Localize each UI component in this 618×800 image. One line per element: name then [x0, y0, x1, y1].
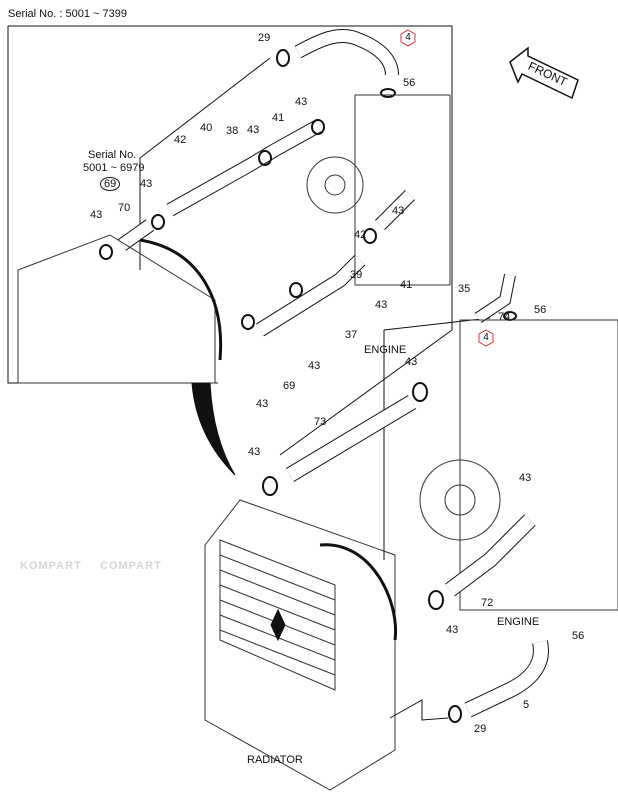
fan: [419, 459, 501, 541]
callout-4-highlight: 4: [399, 29, 417, 47]
callout-43: 43: [140, 178, 153, 190]
callout-42: 42: [354, 229, 367, 241]
callout-5: 5: [523, 699, 530, 711]
callout-43: 43: [90, 209, 103, 221]
callout-43: 43: [519, 472, 532, 484]
callout-43: 43: [247, 124, 260, 136]
watermark-text: KOMPART: [20, 560, 82, 572]
detail-pointer: [191, 382, 236, 476]
callout-41: 41: [400, 279, 413, 291]
main-engine: [459, 319, 618, 611]
callout-39: 39: [350, 269, 363, 281]
callout-43: 43: [446, 624, 459, 636]
front-arrow-icon: [509, 46, 579, 100]
engine-label: ENGINE: [497, 616, 540, 628]
callout-38: 38: [226, 125, 239, 137]
inset-radiator: [17, 234, 216, 384]
main-radiator: [204, 499, 398, 791]
callout-43: 43: [295, 96, 308, 108]
callout-56: 56: [572, 630, 585, 642]
callout-43: 43: [248, 446, 261, 458]
watermark-text: COMPART: [100, 560, 162, 572]
inset-engine: [354, 94, 451, 286]
callout-43: 43: [375, 299, 388, 311]
callout-69: 69: [283, 380, 296, 392]
callout-37: 37: [345, 329, 358, 341]
callout-56: 56: [403, 77, 416, 89]
serial-range: Serial No. : 5001 ~ 7399: [8, 8, 127, 20]
callout-29: 29: [258, 32, 271, 44]
callout-40: 40: [200, 122, 213, 134]
callout-56: 56: [534, 304, 547, 316]
inset-engine-label: ENGINE: [364, 344, 407, 356]
callout-43: 43: [256, 398, 269, 410]
diamond-icon: [270, 608, 286, 642]
callout-70: 70: [118, 202, 131, 214]
serial-note-range: 5001 ~ 6979: [83, 162, 145, 174]
callout-29: 29: [474, 723, 487, 735]
callout-43: 43: [308, 360, 321, 372]
callout-74: 74: [498, 311, 511, 323]
callout-4-highlight: 4: [477, 329, 495, 347]
callout-41: 41: [272, 112, 285, 124]
callout-72: 72: [481, 597, 494, 609]
callout-35: 35: [458, 283, 471, 295]
callout-73: 73: [314, 416, 327, 428]
inset-frame: [8, 25, 453, 456]
radiator-label: RADIATOR: [247, 754, 303, 766]
serial-note-title: Serial No.: [88, 149, 137, 161]
callout-43: 43: [405, 356, 418, 368]
circled-ref: 69: [100, 177, 121, 191]
callout-42: 42: [174, 134, 187, 146]
callout-43: 43: [392, 205, 405, 217]
